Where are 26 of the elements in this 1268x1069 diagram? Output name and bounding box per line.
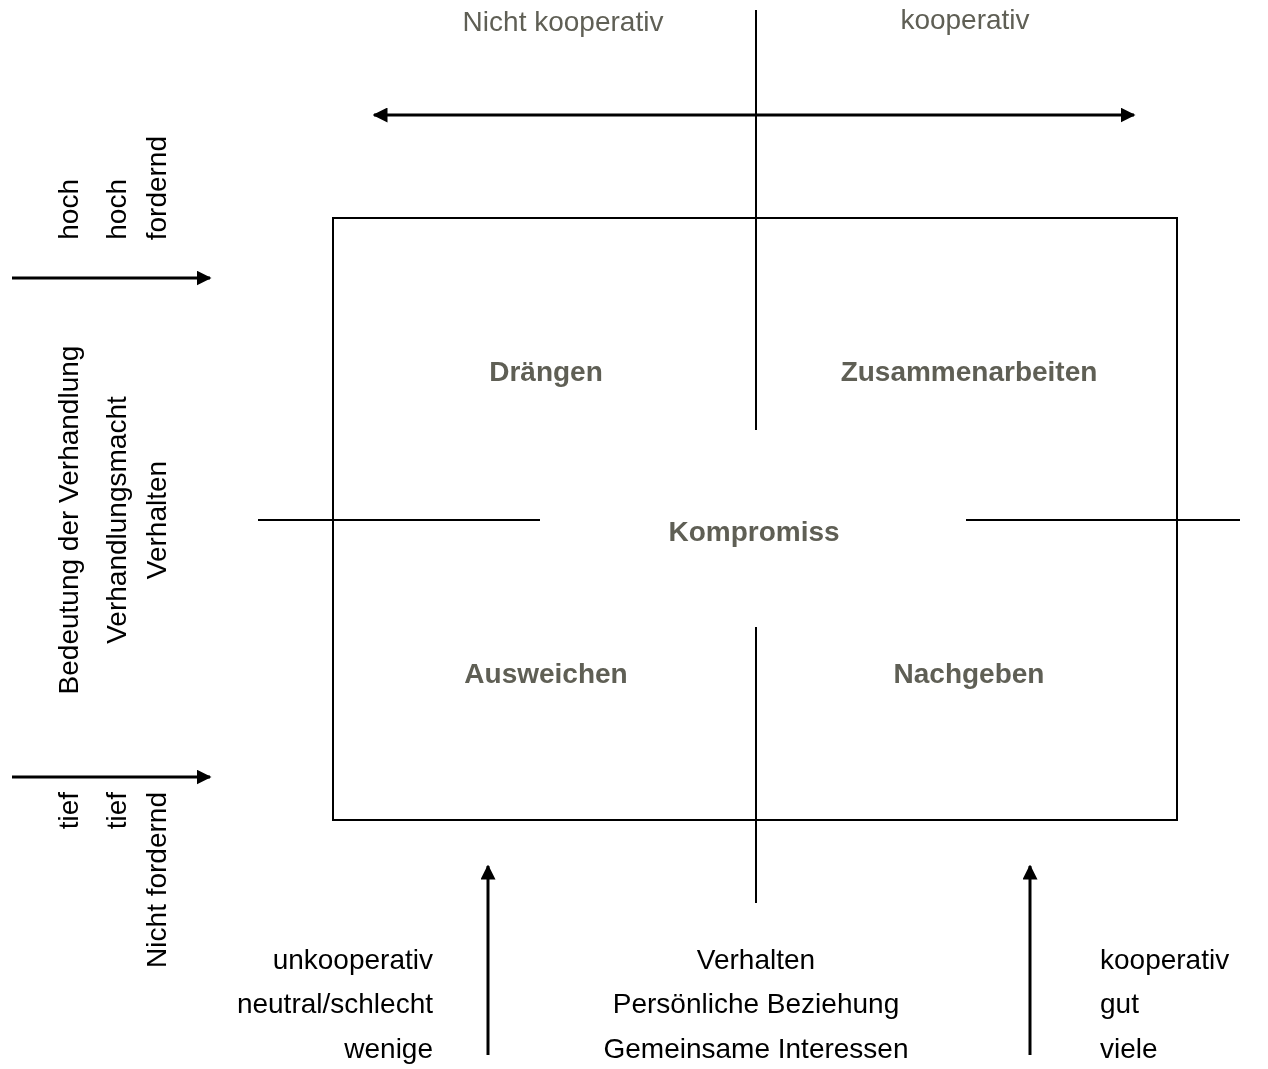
axis-label: Verhandlungsmacht [100,396,133,644]
axis-label: gut [1100,987,1139,1021]
axis-label: tief [52,792,85,830]
axis-label: viele [1100,1032,1158,1066]
axis-label: Verhalten [140,460,173,580]
axis-label: neutral/schlecht [236,987,433,1021]
axis-label: Bedeutung der Verhandlung [52,345,85,695]
axis-label: hoch [52,179,85,240]
axis-label: Gemeinsame Interessen [603,1032,909,1066]
axis-label: kooperativ [900,3,1030,37]
axis-label: tief [100,792,133,830]
axis-label: fordernd [140,135,173,240]
quadrant-label: Ausweichen [464,657,628,691]
axis-label: kooperativ [1100,943,1230,977]
quadrant-label: Zusammenarbeiten [840,355,1098,389]
quadrant-box [332,217,1178,821]
axis-label: hoch [100,179,133,240]
axis-label: Nicht fordernd [140,792,173,968]
axis-label: unkooperativ [272,943,433,977]
axis-label: wenige [344,1032,433,1066]
quadrant-label: Kompromiss [668,515,840,549]
quadrant-label: Nachgeben [893,657,1045,691]
axis-label: Persönliche Beziehung [612,987,900,1021]
quadrant-label: Drängen [489,355,603,389]
axis-label: Nicht kooperativ [462,5,664,39]
axis-label: Verhalten [696,943,816,977]
